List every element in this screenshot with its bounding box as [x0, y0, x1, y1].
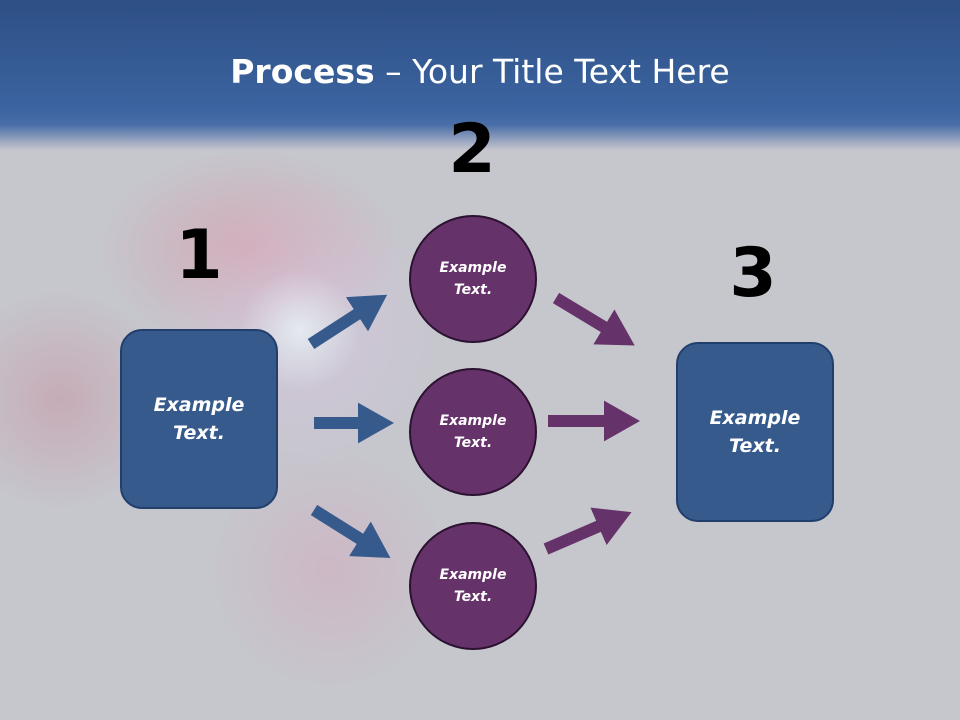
arrow-icon	[552, 292, 635, 346]
step-number-1: 1	[175, 216, 223, 295]
step-number-3: 3	[729, 234, 777, 313]
arrow-icon	[307, 294, 388, 350]
step-2-circle-1[interactable]: Example Text.	[409, 215, 537, 343]
step-number-2: 2	[448, 110, 496, 189]
circle-2-text: Example Text.	[439, 412, 507, 451]
step-2-circle-3[interactable]: Example Text.	[409, 522, 537, 650]
step-3-box[interactable]: Example Text.	[676, 342, 834, 522]
title-bold: Process	[230, 52, 375, 91]
arrow-icon	[543, 507, 632, 555]
title-bar	[0, 0, 960, 150]
circle-1-text: Example Text.	[439, 259, 507, 298]
arrow-icon	[310, 504, 391, 558]
step-1-text: Example Text.	[153, 393, 245, 445]
step-2-circle-2[interactable]: Example Text.	[409, 368, 537, 496]
circle-3-text: Example Text.	[439, 566, 507, 605]
step-3-text: Example Text.	[709, 406, 801, 458]
step-1-box[interactable]: Example Text.	[120, 329, 278, 509]
title-rest: – Your Title Text Here	[374, 52, 730, 91]
slide-title: Process – Your Title Text Here	[0, 52, 960, 91]
